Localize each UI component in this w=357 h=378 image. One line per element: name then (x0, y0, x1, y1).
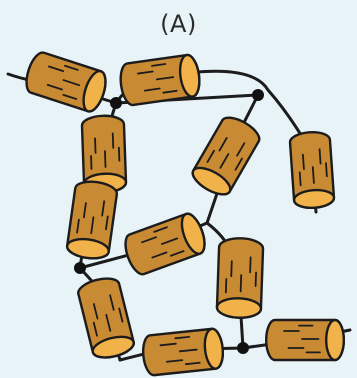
branch-node (74, 262, 86, 274)
segment-texture-mark (298, 171, 302, 187)
segment-texture-mark (111, 132, 115, 149)
segment-texture-mark (48, 65, 65, 73)
segment-texture-mark (302, 153, 305, 171)
segment-texture-mark (64, 64, 79, 71)
segment-texture-mark (219, 153, 230, 169)
segment-texture-mark (169, 250, 185, 257)
segment-end-cap (82, 69, 107, 113)
segment-texture-mark (101, 200, 106, 217)
segment-end-cap (292, 188, 336, 210)
branch-node (110, 97, 122, 109)
branch-nodes (74, 89, 264, 354)
segment-texture-mark (206, 149, 215, 163)
segment-end-cap (203, 327, 225, 370)
segment-texture-mark (92, 321, 98, 337)
segment-texture-mark (239, 274, 243, 293)
segment-texture-mark (82, 202, 87, 219)
segment-texture-mark (62, 79, 81, 87)
segment-texture-mark (46, 83, 63, 91)
segment-end-cap (180, 212, 206, 255)
cylinder-segment (77, 277, 135, 359)
segment-texture-mark (136, 70, 154, 75)
segment-texture-mark (109, 294, 115, 311)
segment-texture-mark (230, 260, 233, 278)
segment-texture-mark (151, 63, 167, 67)
segment-texture-mark (162, 89, 178, 94)
segment-texture-mark (218, 137, 228, 152)
segment-end-cap (215, 297, 263, 319)
cylinder-segment (119, 53, 201, 107)
segment-texture-mark (92, 303, 99, 320)
panel-label: (A) (160, 10, 197, 38)
segment-texture-mark (151, 251, 168, 259)
segment-texture-mark (104, 150, 107, 168)
segment-texture-mark (249, 256, 252, 274)
segment-end-cap (178, 53, 201, 98)
segment-texture-mark (118, 307, 124, 323)
segment-texture-mark (90, 216, 95, 234)
segment-texture-mark (318, 148, 322, 165)
branch-node (252, 89, 264, 101)
branch-node (237, 342, 249, 354)
cylinder-segment (124, 212, 206, 276)
cylinder-segment (191, 116, 261, 196)
segment-texture-mark (174, 335, 191, 340)
segment-end-cap (65, 237, 110, 260)
cylinder-segment (265, 318, 346, 362)
cylinder-segment (25, 51, 107, 113)
cylinder-segment (288, 131, 336, 210)
segment-end-cap (91, 335, 135, 359)
segment-texture-mark (141, 236, 158, 244)
segment-texture-mark (62, 93, 78, 100)
polymer-segments (25, 51, 346, 377)
cylinder-segment (65, 180, 119, 260)
segment-texture-mark (184, 361, 201, 366)
segment-texture-mark (160, 237, 179, 245)
segment-texture-mark (76, 218, 80, 234)
segment-texture-mark (311, 166, 315, 184)
segment-texture-mark (325, 162, 328, 178)
segment-texture-mark (165, 359, 184, 363)
segment-end-cap (191, 166, 232, 196)
segment-texture-mark (159, 342, 177, 347)
segment-texture-mark (234, 157, 243, 171)
segment-texture-mark (155, 76, 175, 81)
segment-texture-mark (105, 313, 112, 332)
segment-texture-mark (178, 348, 198, 353)
segment-end-cap (325, 318, 346, 362)
cylinder-segment (141, 327, 225, 377)
cylinder-segment (215, 237, 265, 319)
segment-texture-mark (94, 137, 97, 154)
segment-texture-mark (153, 226, 168, 233)
segment-texture-mark (105, 215, 109, 231)
segment-texture-mark (236, 142, 246, 157)
segment-texture-mark (143, 87, 161, 92)
